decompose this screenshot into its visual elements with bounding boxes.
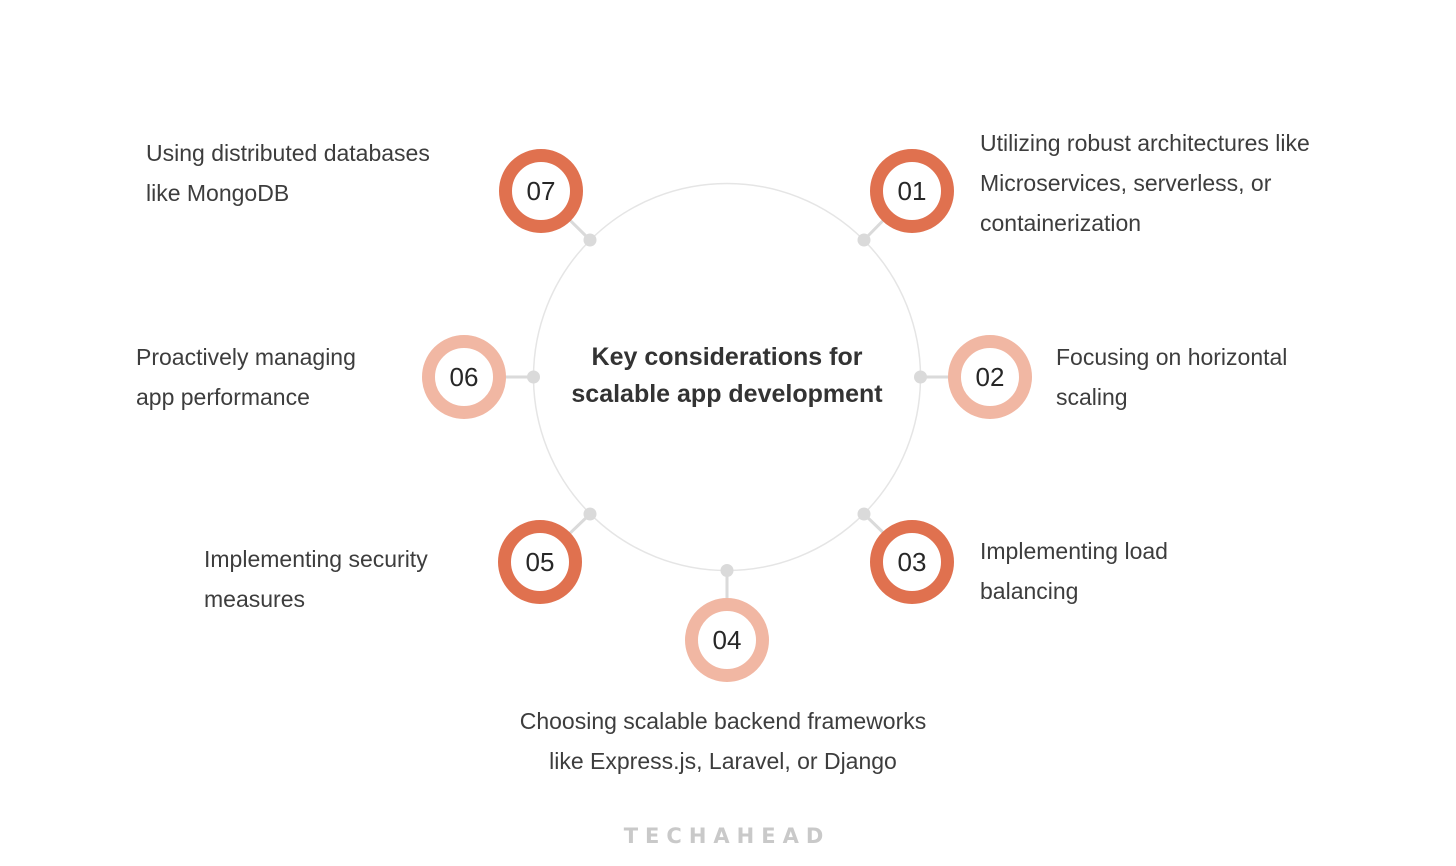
node-number: 06 [449, 361, 479, 392]
connector-dot-02 [914, 370, 927, 384]
label-line: Focusing on horizontal [1056, 344, 1288, 370]
label-line: like Express.js, Laravel, or Django [549, 748, 897, 774]
node-number: 04 [712, 624, 742, 655]
label-line: Choosing scalable backend frameworks [519, 708, 927, 734]
node-06: 06 [422, 335, 506, 419]
label-03: Implementing load balancing [980, 531, 1168, 611]
label-line: app performance [136, 384, 310, 410]
label-05: Implementing security measures [204, 539, 428, 619]
node-number: 02 [975, 361, 1005, 392]
connector-dot-04 [720, 564, 734, 577]
node-number: 03 [897, 546, 927, 577]
hub-title: Key considerations for scalable app deve… [527, 339, 927, 413]
label-line: measures [204, 586, 305, 612]
label-line: Proactively managing [136, 344, 356, 370]
label-line: Microservices, serverless, or [980, 170, 1272, 196]
connector-dot-07 [583, 233, 597, 247]
node-number: 01 [897, 175, 927, 206]
node-number: 07 [526, 175, 556, 206]
label-line: like MongoDB [146, 180, 290, 206]
label-line: Using distributed databases [146, 140, 430, 166]
label-07: Using distributed databases like MongoDB [146, 133, 430, 213]
hub-title-line: Key considerations for [591, 343, 863, 371]
connector-dot-05 [583, 507, 597, 521]
brand-logo: TECHAHEAD [623, 824, 831, 848]
connector-dot-03 [857, 507, 871, 521]
node-04: 04 [685, 598, 769, 682]
node-02: 02 [948, 335, 1032, 419]
label-line: containerization [980, 210, 1142, 236]
label-line: Utilizing robust architectures like [980, 130, 1310, 156]
node-number: 05 [525, 546, 555, 577]
node-03: 03 [870, 520, 954, 604]
hub-title-line: scalable app development [571, 380, 883, 408]
label-line: balancing [980, 578, 1079, 604]
node-01: 01 [870, 149, 954, 233]
connector-dot-01 [857, 233, 871, 247]
label-line: Implementing load [980, 538, 1168, 564]
label-02: Focusing on horizontal scaling [1056, 337, 1287, 417]
label-04: Choosing scalable backend frameworks lik… [443, 701, 1003, 781]
node-07: 07 [499, 149, 583, 233]
connector-dots [527, 233, 927, 577]
label-01: Utilizing robust architectures like Micr… [980, 123, 1310, 243]
label-06: Proactively managing app performance [136, 337, 356, 417]
label-line: Implementing security [204, 546, 428, 572]
node-05: 05 [498, 520, 582, 604]
connector-dot-06 [527, 370, 540, 384]
label-line: scaling [1056, 384, 1128, 410]
